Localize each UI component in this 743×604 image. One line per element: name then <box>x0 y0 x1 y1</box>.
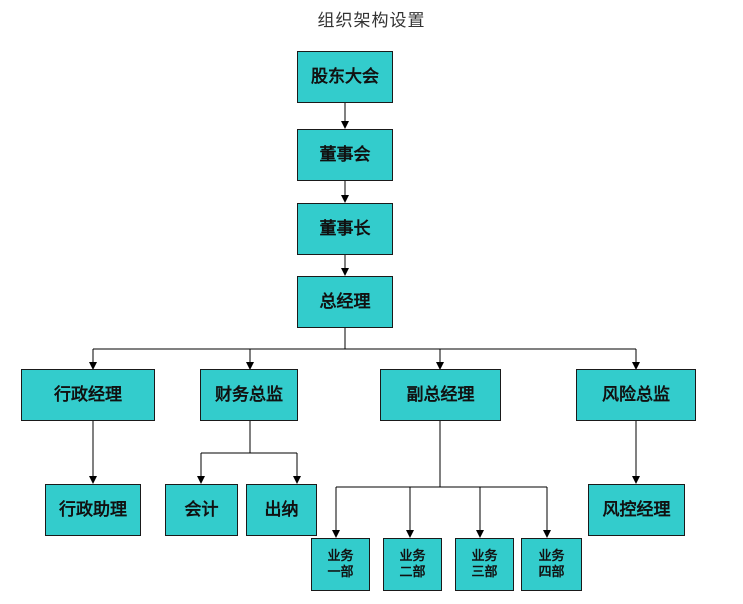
node-board: 董事会 <box>297 129 393 181</box>
unit-label-line2: 三部 <box>471 564 498 580</box>
node-business-unit-2: 业务 二部 <box>383 538 442 591</box>
node-risk-director: 风险总监 <box>576 369 696 421</box>
unit-label-line2: 一部 <box>327 564 354 580</box>
node-risk-control-manager: 风控经理 <box>588 484 685 536</box>
node-chairman: 董事长 <box>297 203 393 255</box>
unit-label-line1: 业务 <box>538 548 565 564</box>
node-accountant: 会计 <box>165 484 238 536</box>
chart-title: 组织架构设置 <box>317 11 426 31</box>
node-business-unit-1: 业务 一部 <box>311 538 370 591</box>
unit-label-line1: 业务 <box>327 548 354 564</box>
unit-label-line1: 业务 <box>471 548 498 564</box>
node-general-manager: 总经理 <box>297 276 393 328</box>
node-shareholders: 股东大会 <box>297 51 393 103</box>
node-admin-manager: 行政经理 <box>21 369 155 421</box>
node-deputy-gm: 副总经理 <box>380 369 501 421</box>
unit-label-line1: 业务 <box>399 548 426 564</box>
node-admin-assistant: 行政助理 <box>45 484 141 536</box>
node-business-unit-4: 业务 四部 <box>521 538 582 591</box>
unit-label-line2: 二部 <box>399 564 426 580</box>
node-business-unit-3: 业务 三部 <box>455 538 514 591</box>
node-finance-director: 财务总监 <box>200 369 298 421</box>
unit-label-line2: 四部 <box>538 564 565 580</box>
node-cashier: 出纳 <box>246 484 317 536</box>
